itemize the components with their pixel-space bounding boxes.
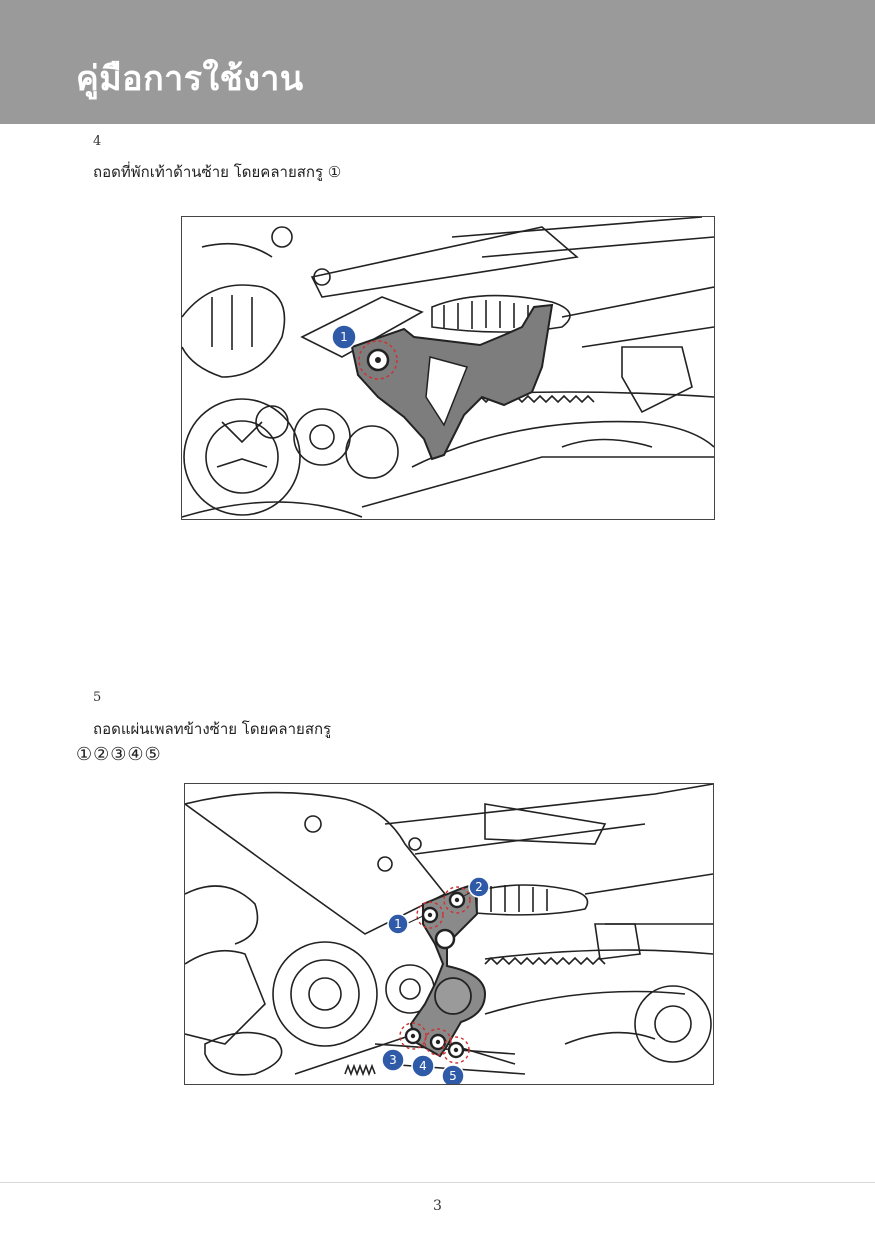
screw-5 <box>442 1036 470 1064</box>
screw-highlight-ring <box>358 340 398 380</box>
callout-3: 3 <box>381 1048 405 1072</box>
side-plate-part <box>409 882 487 1058</box>
callout-5: 5 <box>441 1064 465 1084</box>
svg-text:3: 3 <box>389 1053 397 1067</box>
svg-text:1: 1 <box>340 330 348 344</box>
svg-text:1: 1 <box>394 917 402 931</box>
footer-divider <box>0 1182 875 1183</box>
page-title: คู่มือการใช้งาน <box>76 59 304 99</box>
callout-2: 2 <box>468 876 490 898</box>
page-number: 3 <box>433 1198 442 1214</box>
step-4-number: 4 <box>93 134 102 149</box>
svg-text:5: 5 <box>449 1069 457 1083</box>
figure-left-side-plate: 1 2 3 4 5 <box>184 783 714 1085</box>
svg-text:2: 2 <box>475 880 483 894</box>
screw-1 <box>416 901 444 929</box>
step-5-instruction: ถอดแผ่นเพลทข้างซ้าย โดยคลายสกรู <box>93 720 332 738</box>
side-plate-illustration: 1 2 3 4 5 <box>185 784 713 1084</box>
callout-1: 1 <box>331 324 357 350</box>
figure-left-footrest: 1 <box>181 216 715 520</box>
step-4-instruction: ถอดที่พักเท้าด้านซ้าย โดยคลายสกรู ① <box>93 163 342 181</box>
step-5-number: 5 <box>93 690 102 705</box>
callout-1: 1 <box>387 913 409 935</box>
screw-3 <box>399 1022 427 1050</box>
screw-4 <box>424 1028 452 1056</box>
footrest-illustration: 1 <box>182 217 714 518</box>
screw-2 <box>443 886 471 914</box>
svg-text:4: 4 <box>419 1059 427 1073</box>
callout-4: 4 <box>411 1054 435 1078</box>
step-5-screw-list: ①②③④⑤ <box>76 744 162 765</box>
header-bar: คู่มือการใช้งาน <box>0 0 875 124</box>
